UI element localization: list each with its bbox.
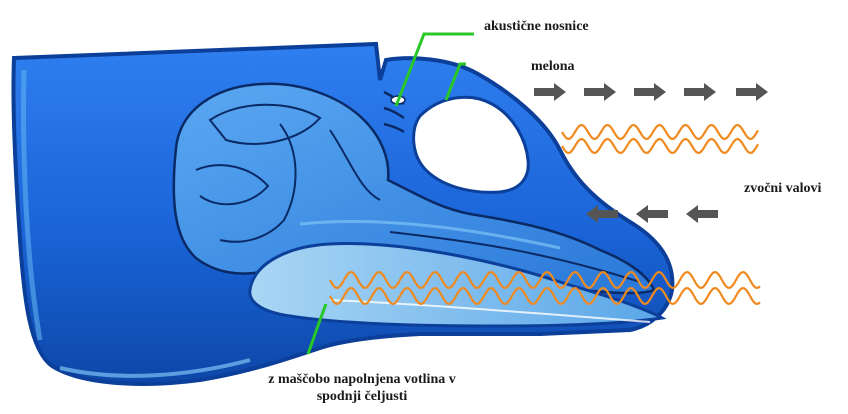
label-acoustic-nostrils: akustične nosnice [484,18,589,35]
sound-wave-out-2 [562,139,758,153]
arrow-right-icon [684,83,716,101]
arrow-right-icon [634,83,666,101]
label-fat-cavity-line2: spodnji čeljusti [236,388,488,405]
arrow-right-icon [584,83,616,101]
label-fat-cavity-line1: z maščobo napolnjena votlina v [236,371,488,388]
label-melon: melona [531,58,575,75]
outgoing-arrows [534,83,768,101]
label-fat-cavity: z maščobo napolnjena votlina v spodnji č… [236,371,488,405]
label-sound-waves: zvočni valovi [744,180,821,197]
sound-wave-out-1 [562,125,758,139]
outgoing-sound-waves [562,125,758,153]
arrow-left-icon [686,205,718,223]
arrow-left-icon [636,205,668,223]
dolphin-head-section [13,44,672,384]
arrow-right-icon [736,83,768,101]
arrow-right-icon [534,83,566,101]
